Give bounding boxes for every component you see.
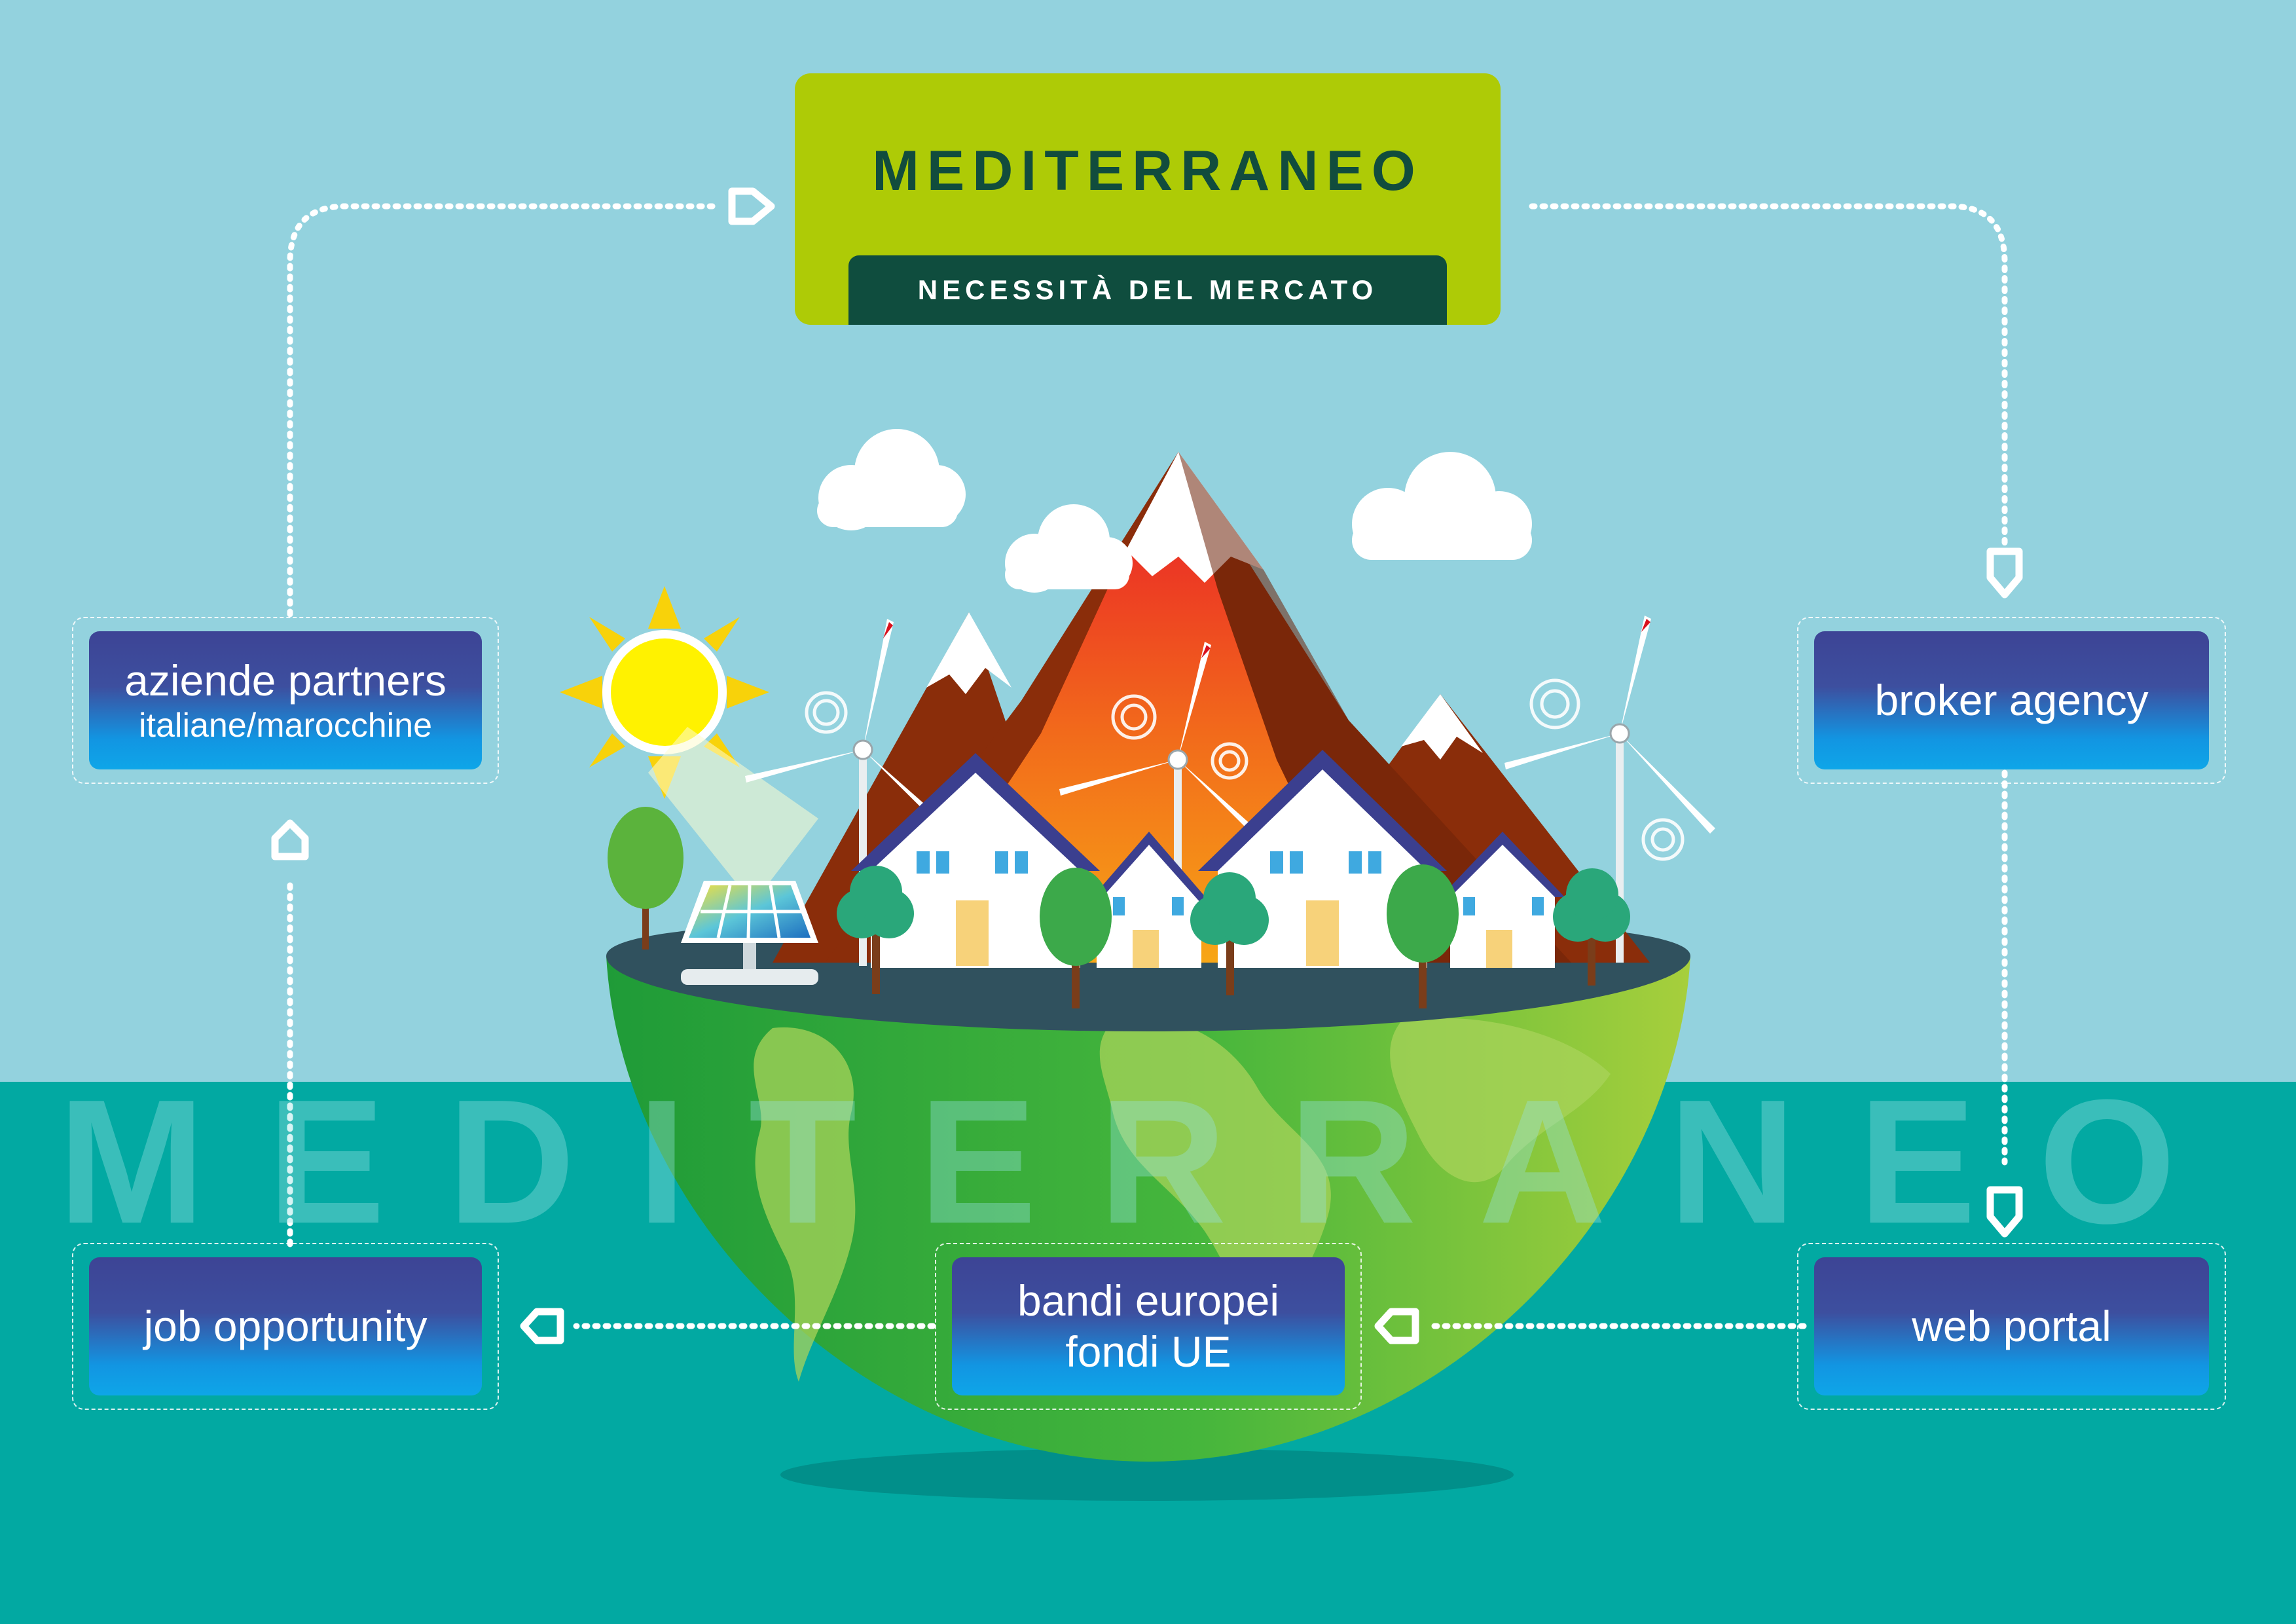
card-job-opportunity: job opportunity xyxy=(89,1257,482,1395)
cloud-icon xyxy=(1005,504,1133,593)
snow-cap-left xyxy=(926,612,1011,694)
cloud-icon xyxy=(817,429,966,530)
sun-icon xyxy=(560,586,769,799)
box-job-opportunity: job opportunity xyxy=(72,1243,499,1410)
wind-swirl xyxy=(805,678,1685,861)
box-web-line1: web portal xyxy=(1912,1301,2111,1350)
snow-cap-right xyxy=(1401,694,1483,760)
box-broker-line1: broker agency xyxy=(1874,675,2149,724)
house-icon xyxy=(1198,750,1447,968)
tree-icon xyxy=(608,807,683,950)
title-box: MEDITERRANEO NECESSITÀ DEL MERCATO xyxy=(795,73,1501,325)
tree-icon xyxy=(1040,868,1112,1008)
continent-america xyxy=(754,1027,856,1382)
flow-connectors xyxy=(287,203,2008,1329)
box-bandi-line1: bandi europei xyxy=(1017,1276,1279,1325)
cloud-icon xyxy=(1352,452,1532,560)
box-web-portal: web portal xyxy=(1797,1243,2226,1410)
house-icon xyxy=(1440,832,1565,968)
main-title: MEDITERRANEO xyxy=(872,139,1423,202)
box-aziende-line1: aziende partners xyxy=(124,655,446,705)
tree-icon xyxy=(1190,872,1269,995)
arrow-head-icon xyxy=(271,187,2023,1344)
card-aziende-partners: aziende partners italiane/marocchine xyxy=(89,631,482,769)
card-bandi-europei: bandi europei fondi UE xyxy=(952,1257,1345,1395)
tree-icon xyxy=(837,866,914,994)
continent-east xyxy=(1390,1018,1611,1183)
box-bandi-line2: fondi UE xyxy=(1065,1327,1231,1376)
globe-shadow xyxy=(780,1449,1514,1501)
wind-turbine-icon xyxy=(1504,616,1715,963)
box-aziende-line2: italiane/marocchine xyxy=(138,706,433,745)
box-broker-agency: broker agency xyxy=(1797,617,2226,784)
sun-beam xyxy=(648,727,818,904)
box-bandi-europei: bandi europei fondi UE xyxy=(935,1243,1362,1410)
box-job-line1: job opportunity xyxy=(143,1301,428,1350)
subtitle-bar: NECESSITÀ DEL MERCATO xyxy=(848,255,1447,325)
box-aziende-partners: aziende partners italiane/marocchine xyxy=(72,617,499,784)
watermark-text: MEDITERRANEO xyxy=(58,1063,2238,1261)
card-broker-agency: broker agency xyxy=(1814,631,2209,769)
tree-icon xyxy=(1553,868,1630,986)
house-icon xyxy=(851,753,1100,968)
card-web-portal: web portal xyxy=(1814,1257,2209,1395)
tree-icon xyxy=(1387,864,1459,1008)
solar-panel-icon xyxy=(681,881,818,985)
house-icon xyxy=(1087,832,1211,968)
